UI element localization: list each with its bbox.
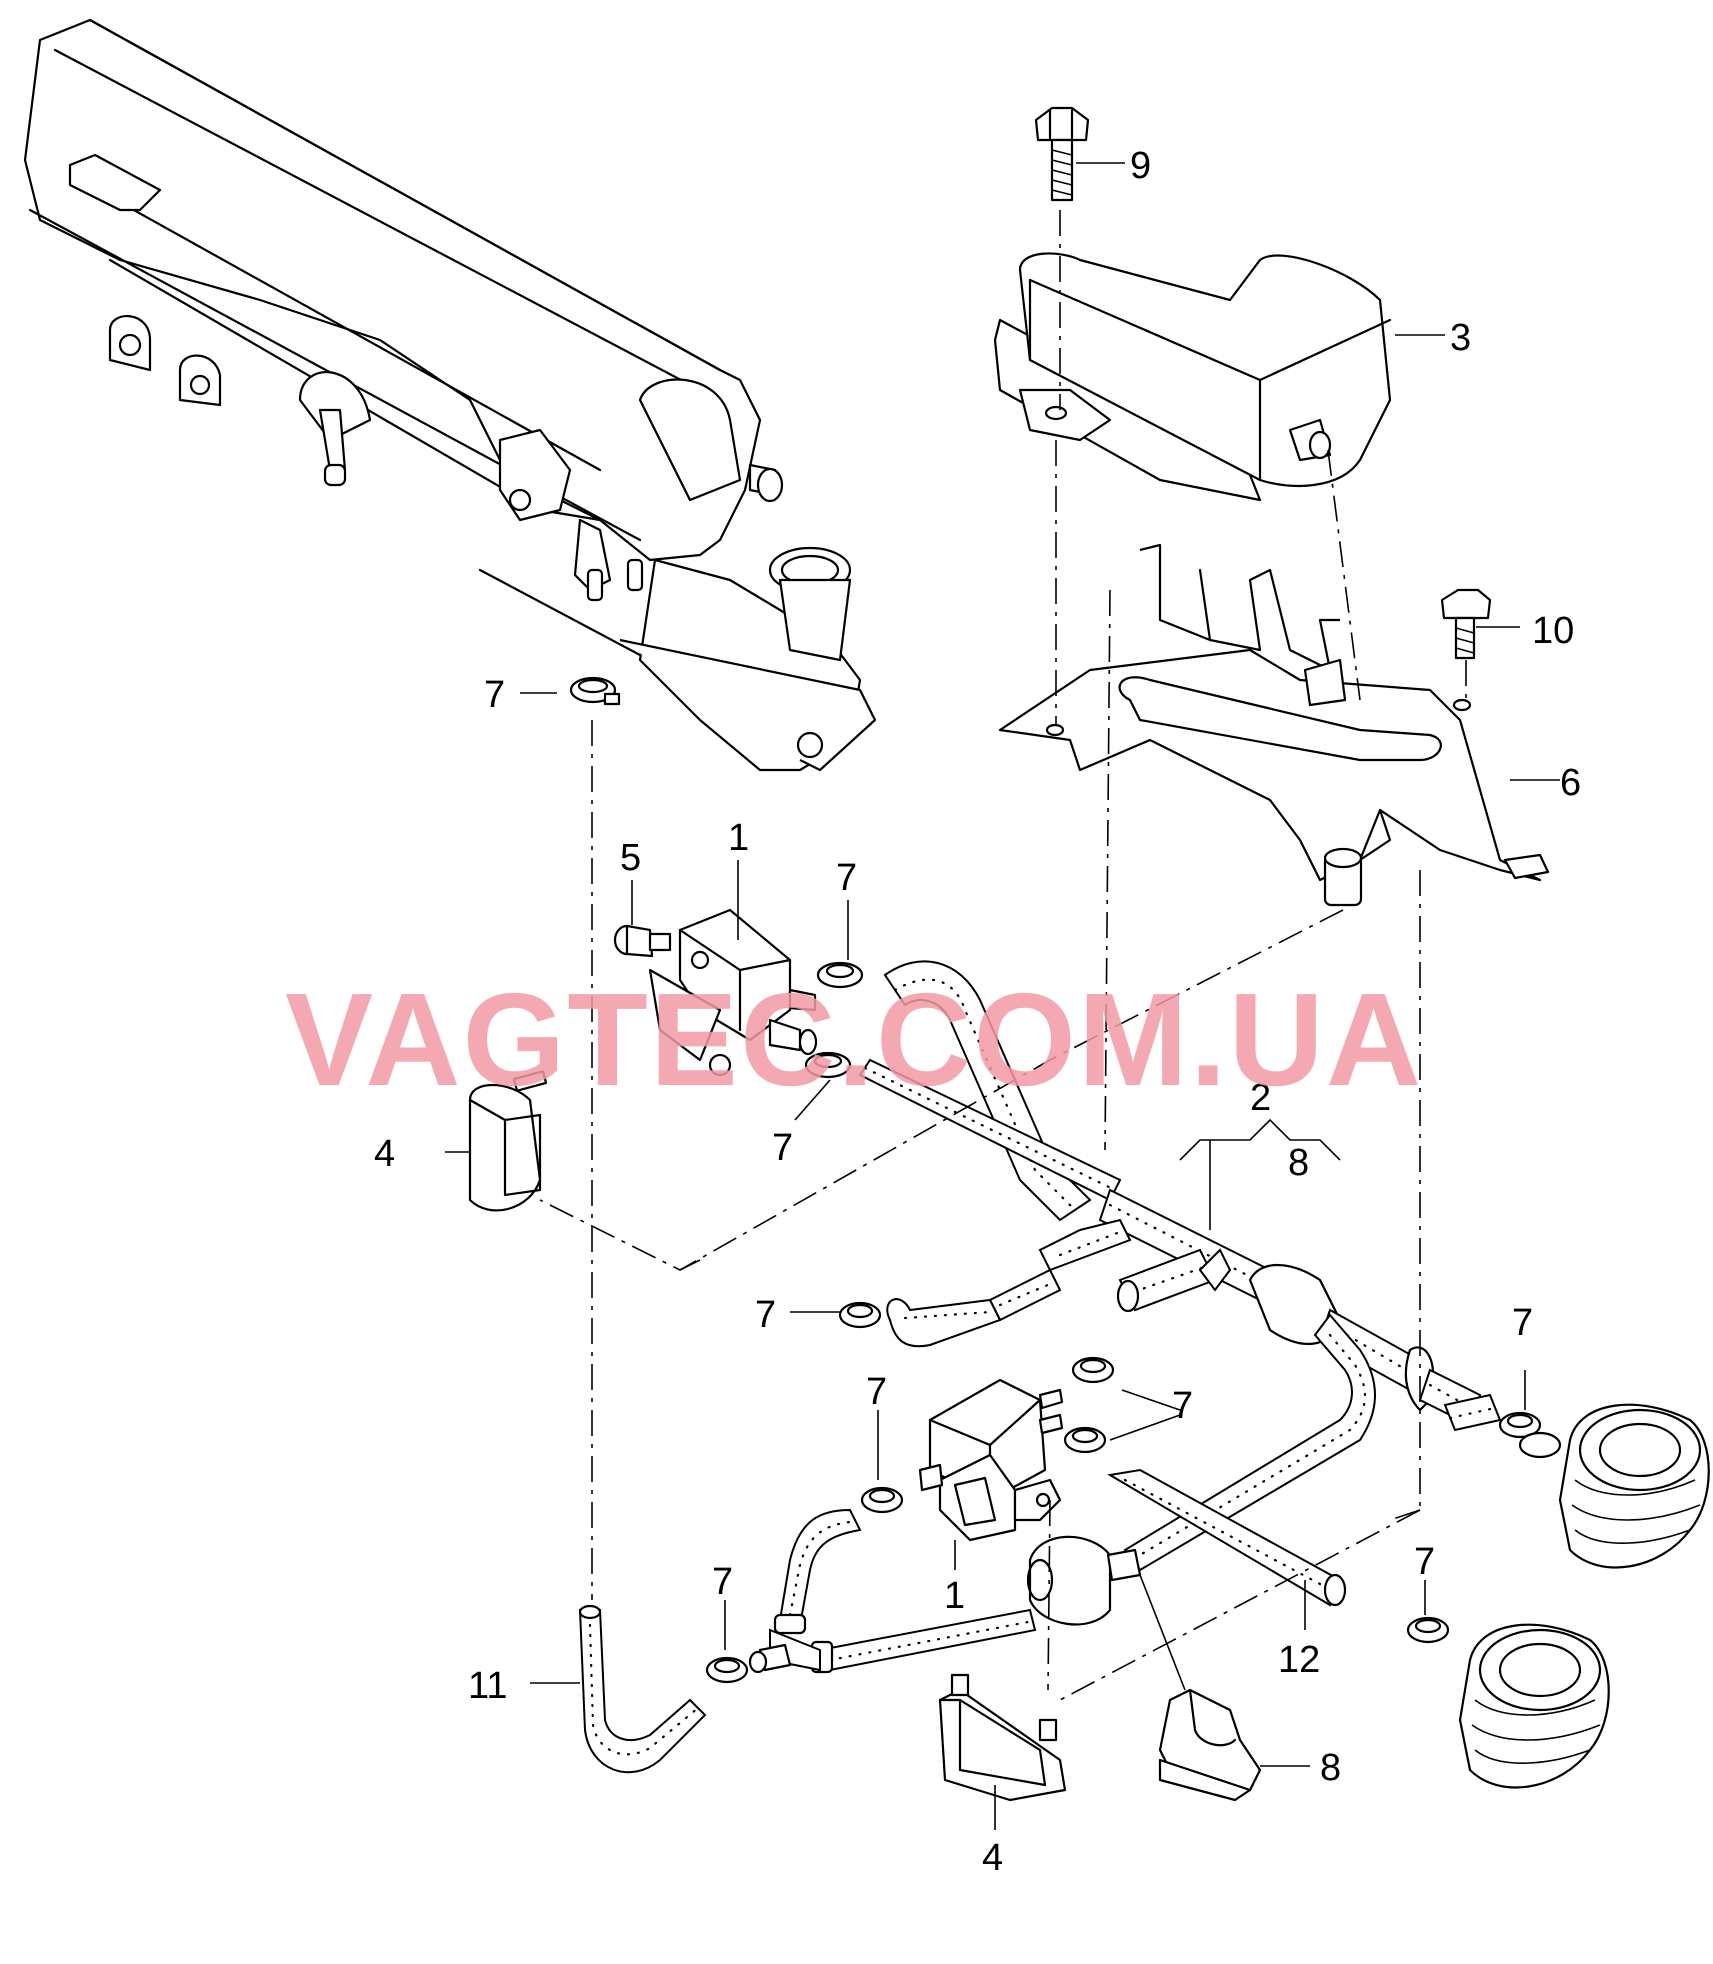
label-7: 7 — [712, 1561, 733, 1603]
label-2: 2 — [1250, 1077, 1271, 1119]
bracket-4-left — [468, 1070, 548, 1212]
label-4: 4 — [982, 1837, 1003, 1879]
cap-5 — [613, 924, 672, 958]
leader-line — [1139, 1574, 1186, 1691]
bolt-9 — [1034, 106, 1090, 202]
hose-clamp — [816, 961, 864, 989]
assembly-lines — [539, 210, 1467, 1701]
hose-clamp — [705, 1656, 749, 1684]
hose-clamp — [1071, 1356, 1115, 1384]
vent-cap-lower — [1458, 1623, 1610, 1789]
label-5: 5 — [620, 837, 641, 879]
label-7: 7 — [772, 1127, 793, 1169]
label-11: 11 — [468, 1665, 507, 1707]
bracket-4-bottom — [938, 1673, 1067, 1802]
label-7: 7 — [1512, 1302, 1533, 1344]
label-7: 7 — [866, 1371, 887, 1413]
hose-clamp — [1518, 1431, 1562, 1459]
intake-manifold — [23, 18, 877, 772]
cover-3 — [993, 252, 1392, 502]
label-1: 1 — [944, 1575, 965, 1617]
bracket-6 — [998, 543, 1550, 907]
label-4: 4 — [374, 1133, 395, 1175]
hose-clamp — [804, 1051, 852, 1079]
vent-cap-upper — [1558, 1403, 1710, 1569]
label-7: 7 — [755, 1294, 776, 1336]
hose-clamp — [838, 1301, 882, 1329]
hose-clamp — [1406, 1616, 1450, 1644]
hose-clamp — [569, 676, 621, 706]
label-7: 7 — [1172, 1385, 1193, 1427]
label-7: 7 — [836, 857, 857, 899]
clip-8 — [1158, 1688, 1262, 1802]
hose-clamp — [1498, 1411, 1542, 1439]
label-1: 1 — [728, 817, 749, 859]
hose-11 — [578, 1604, 707, 1774]
label-12: 12 — [1278, 1639, 1320, 1681]
label-6: 6 — [1560, 762, 1581, 804]
part-labels: 9 3 10 6 7 5 1 7 7 4 2 8 7 7 7 7 7 7 1 1… — [374, 145, 1581, 1879]
label-8: 8 — [1288, 1142, 1309, 1184]
callout-bracket-2-8 — [1179, 1118, 1341, 1230]
hose-clamp — [1063, 1426, 1107, 1454]
label-7: 7 — [484, 674, 505, 716]
label-8: 8 — [1320, 1747, 1341, 1789]
label-7: 7 — [1414, 1541, 1435, 1583]
hose-clamp — [860, 1486, 904, 1514]
leader-lines — [445, 162, 1560, 1830]
label-9: 9 — [1130, 145, 1151, 187]
bolt-10 — [1440, 588, 1492, 660]
watermark: VAGTEC.COM.UA — [285, 966, 1423, 1113]
label-10: 10 — [1532, 610, 1574, 652]
valve-1-upper — [648, 908, 818, 1077]
valve-1-lower — [918, 1378, 1064, 1542]
label-3: 3 — [1450, 317, 1471, 359]
